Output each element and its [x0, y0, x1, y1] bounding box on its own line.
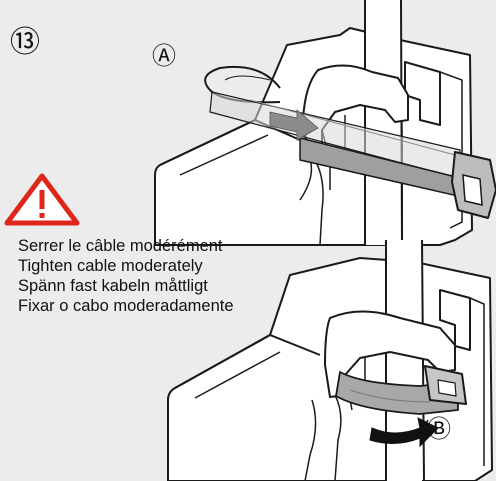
callout-b-label: Ⓑ: [427, 416, 451, 443]
instruction-line-fr: Serrer le câble modérément: [18, 237, 223, 255]
instruction-line-en: Tighten cable moderately: [18, 257, 203, 275]
top-bracket-illustration: [154, 0, 496, 246]
step-number: ⑬: [10, 26, 40, 59]
bottom-bracket-illustration: [167, 239, 493, 481]
instruction-text-list: Serrer le câble modérément Tighten cable…: [18, 236, 234, 316]
warning-triangle-icon: [4, 173, 80, 226]
instruction-line-pt: Fixar o cabo moderadamente: [18, 297, 234, 315]
callout-a-label: Ⓐ: [152, 43, 176, 70]
instruction-line-sv: Spänn fast kabeln måttligt: [18, 277, 208, 295]
